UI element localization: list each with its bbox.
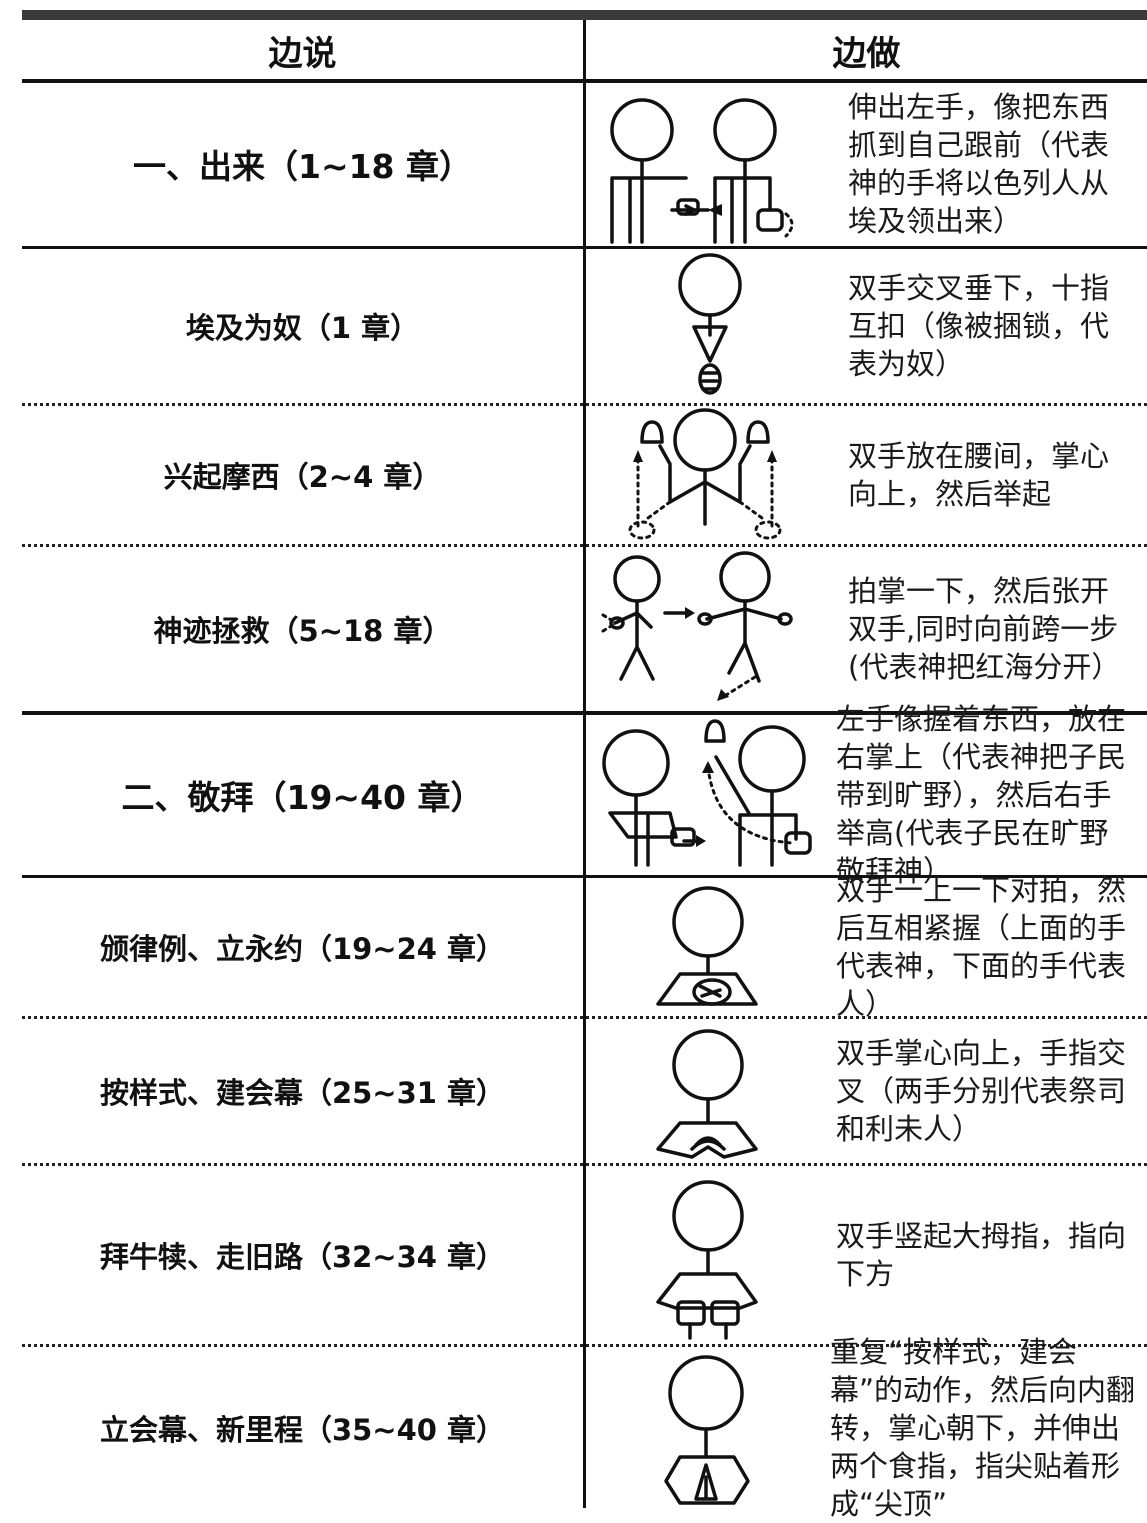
table-row: 拜牛犊、走旧路（32~34 章） 双手竖起大拇指，指向下方 <box>0 1166 1147 1344</box>
row-description: 双手一上一下对拍，然后互相紧握（上面的手代表神，下面的手代表人） <box>836 873 1127 1021</box>
header-say: 边说 <box>268 33 337 74</box>
section-rule <box>22 711 1147 715</box>
row-title: 立会幕、新里程（35~40 章） <box>99 1412 506 1447</box>
table-row: 二、敬拜（19~40 章） 左手像握着东西，放在右掌上（代表神把子民带到旷野），… <box>0 702 1147 888</box>
table-row: 神迹拯救（5~18 章） 拍掌一下，然后张开双手,同时向前跨一步(代表神把红海分… <box>0 547 1147 711</box>
row-separator <box>22 1163 1147 1166</box>
header-rule <box>22 79 1147 83</box>
row-title: 一、出来（1~18 章） <box>132 147 473 186</box>
hold-and-raise-illustration <box>590 715 830 875</box>
row-title: 颁律例、立永约（19~24 章） <box>99 932 506 966</box>
clasp-hands-illustration <box>652 878 772 1016</box>
clap-and-step-illustration <box>595 547 815 711</box>
row-title: 拜牛犊、走旧路（32~34 章） <box>99 1240 506 1274</box>
row-description: 双手掌心向上，手指交叉（两手分别代表祭司和利未人） <box>836 1036 1127 1146</box>
row-description: 重复“按样式，建会幕”的动作，然后向内翻转，掌心朝下，并伸出两个食指，指尖贴着形… <box>830 1334 1136 1521</box>
palms-up-interlace-illustration <box>652 1019 772 1163</box>
row-separator <box>22 875 1147 878</box>
pointed-roof-illustration <box>652 1347 772 1508</box>
row-title: 按样式、建会幕（25~31 章） <box>99 1076 506 1110</box>
row-description: 双手交叉垂下，十指互扣（像被捆锁，代表为奴） <box>848 271 1110 381</box>
table-row: 兴起摩西（2~4 章） 双手放在腰间，掌心向上，然后举起 <box>0 406 1147 544</box>
row-description: 双手竖起大拇指，指向下方 <box>836 1219 1127 1291</box>
row-separator <box>22 403 1147 406</box>
row-title: 埃及为奴（1 章） <box>185 311 420 345</box>
table-row: 埃及为奴（1 章） 双手交叉垂下，十指互扣（像被捆锁，代表为奴） <box>0 249 1147 403</box>
row-description: 拍掌一下，然后张开双手,同时向前跨一步(代表神把红海分开） <box>848 574 1121 684</box>
row-title: 二、敬拜（19~40 章） <box>121 778 484 817</box>
table-top-rule <box>22 10 1147 20</box>
row-separator <box>22 1344 1147 1347</box>
table-row: 颁律例、立永约（19~24 章） 双手一上一下对拍，然后互相紧握（上面的手代表神… <box>0 873 1147 1021</box>
table-row: 立会幕、新里程（35~40 章） 重复“按样式，建会幕”的动作，然后向内翻转，掌… <box>0 1334 1147 1521</box>
row-title: 神迹拯救（5~18 章） <box>153 614 452 648</box>
pull-hand-illustration <box>590 82 830 246</box>
thumbs-down-illustration <box>652 1166 772 1344</box>
row-description: 左手像握着东西，放在右掌上（代表神把子民带到旷野），然后右手举高(代表子民在旷野… <box>836 702 1127 888</box>
raise-hands-illustration <box>620 406 790 544</box>
row-separator <box>22 544 1147 547</box>
row-separator <box>22 246 1147 249</box>
header-do: 边做 <box>832 33 901 74</box>
table-row: 一、出来（1~18 章） 伸出左手，像把东西抓到自己跟前（代表神的手将以色列人从… <box>0 82 1147 246</box>
crossed-hands-down-illustration <box>660 249 760 403</box>
column-divider <box>583 20 586 1508</box>
row-description: 双手放在腰间，掌心向上，然后举起 <box>848 439 1110 511</box>
row-title: 兴起摩西（2~4 章） <box>163 460 442 494</box>
row-separator <box>22 1016 1147 1019</box>
table-row: 按样式、建会幕（25~31 章） 双手掌心向上，手指交叉（两手分别代表祭司和利未… <box>0 1019 1147 1163</box>
row-description: 伸出左手，像把东西抓到自己跟前（代表神的手将以色列人从埃及领出来） <box>848 90 1110 238</box>
